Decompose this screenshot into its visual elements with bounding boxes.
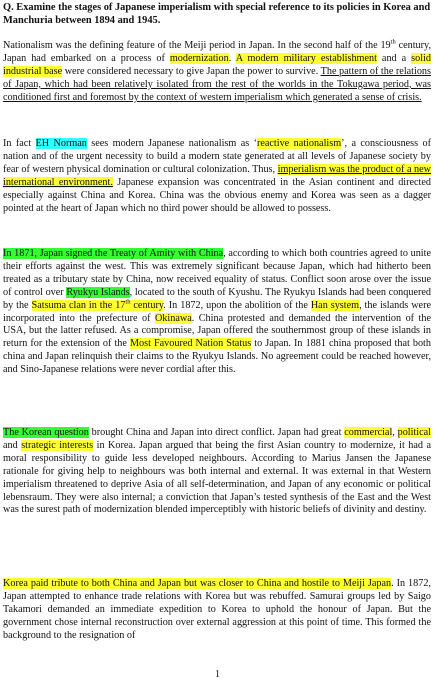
p1-text-2: century, Japan had embarked on a process… bbox=[3, 40, 432, 64]
p1-superscript: th bbox=[390, 38, 396, 46]
p4-text-4: in Korea. Japan argued that being the fi… bbox=[3, 439, 431, 516]
p2-highlight-norman: EH Norman bbox=[35, 138, 87, 149]
p3-highlight-ryukyu: Ryukyu Islands bbox=[66, 286, 130, 298]
p4-text-1: brought China and Japan into direct conf… bbox=[88, 427, 345, 438]
p3-text-3: . In 1872, upon the abolition of the bbox=[163, 299, 311, 311]
p1-highlight-military: A modern military establishment bbox=[235, 52, 377, 64]
p5-highlight-tribute: Korea paid tribute to both China and Jap… bbox=[3, 578, 392, 589]
p3-satsuma-text: Satsuma clan in the 17 bbox=[31, 299, 126, 311]
p3-text-1: , according to which both countries agre… bbox=[3, 248, 431, 298]
paragraph-1: Nationalism was the defining feature of … bbox=[3, 38, 432, 105]
p1-text-4: and a bbox=[376, 52, 412, 64]
p4-text-3: and bbox=[3, 439, 22, 451]
paragraph-3: In 1871, Japan signed the Treaty of Amit… bbox=[3, 248, 431, 377]
p4-highlight-political: political bbox=[397, 427, 431, 438]
p3-highlight-treaty: In 1871, Japan signed the Treaty of Amit… bbox=[3, 248, 224, 259]
p5-text-1: . In 1872, Japan attempted to enhance tr… bbox=[3, 578, 431, 641]
p2-text-4: Japanese expansion was concentrated in t… bbox=[3, 176, 432, 214]
p1-highlight-modernization: modernization bbox=[169, 52, 229, 64]
p1-text-1: Nationalism was the defining feature of … bbox=[3, 40, 391, 51]
p3-text-5: . China protested and demanded the inter… bbox=[3, 312, 431, 350]
p3-highlight-han: Han system bbox=[310, 299, 360, 311]
p3-highlight-mfn: Most Favoured Nation Status bbox=[129, 338, 252, 350]
paragraph-5: Korea paid tribute to both China and Jap… bbox=[3, 578, 431, 643]
p3-highlight-okinawa: Okinawa bbox=[154, 312, 192, 324]
p1-underline-pattern: The pattern of the relations of Japan, w… bbox=[3, 65, 431, 103]
p3-highlight-satsuma: Satsuma clan in the 17th century bbox=[31, 298, 164, 311]
p3-century-text: century bbox=[130, 299, 164, 311]
p1-text-5: were considered necessary to give Japan … bbox=[62, 65, 321, 77]
p3-text-4: , the islands were incorporated into the… bbox=[3, 299, 431, 324]
p2-text-3: ’, a consciousness of nation and of the … bbox=[3, 138, 431, 175]
page-number: 1 bbox=[215, 669, 220, 680]
paragraph-4: The Korean question brought China and Ja… bbox=[3, 427, 431, 517]
p1-text-3: . bbox=[228, 52, 236, 64]
p4-highlight-strategic: strategic interests bbox=[21, 439, 94, 451]
paragraph-2: In fact EH Norman sees modern Japanese n… bbox=[3, 138, 432, 215]
p2-highlight-reactive: reactive nationalism bbox=[256, 138, 342, 149]
p3-superscript: th bbox=[125, 298, 131, 306]
p4-highlight-commercial: commercial bbox=[344, 427, 393, 438]
p2-text-2: sees modern Japanese nationalism as ‘ bbox=[86, 138, 257, 149]
p3-text-6: to Japan. In 1881 china proposed that bo… bbox=[3, 338, 431, 376]
p4-text-2: , bbox=[392, 427, 398, 438]
p4-highlight-korean-question: The Korean question bbox=[3, 427, 89, 438]
p2-text-1: In fact bbox=[3, 138, 36, 149]
p3-text-2: , located to the south of Kyushu. The Ry… bbox=[3, 286, 431, 311]
question-heading: Q. Examine the stages of Japanese imperi… bbox=[3, 2, 431, 27]
